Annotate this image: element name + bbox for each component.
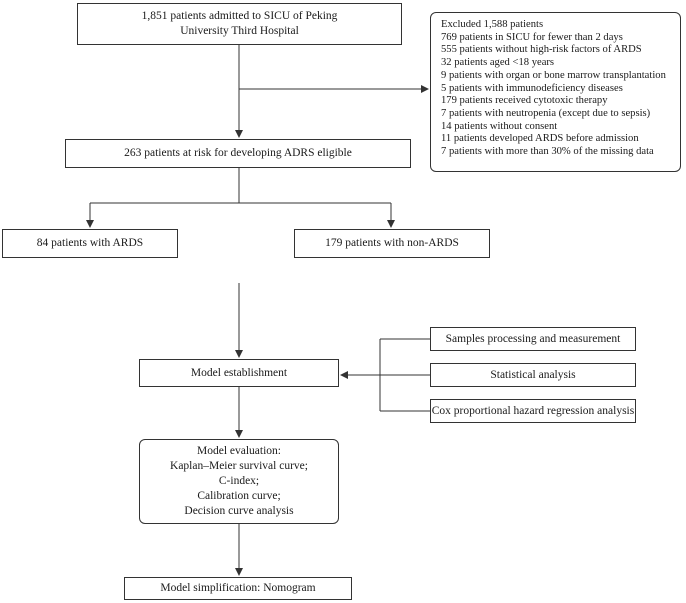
excluded-item: 179 patients received cytotoxic therapy [441,95,608,107]
evaluation-item: Kaplan–Meier survival curve; [170,460,308,472]
at-risk-box: 263 patients at risk for developing ADRS… [65,139,411,168]
model-evaluation-box: Model evaluation: Kaplan–Meier survival … [139,439,339,524]
admitted-line-1: 1,851 patients admitted to SICU of Pekin… [141,10,338,22]
model-simplification-label: Model simplification: Nomogram [160,582,316,594]
excluded-title: Excluded 1,588 patients [441,19,544,30]
method-cox-label: Cox proportional hazard regression analy… [431,404,635,417]
method-samples-box: Samples processing and measurement [430,327,636,351]
admitted-box: 1,851 patients admitted to SICU of Pekin… [77,3,402,45]
excluded-box: Excluded 1,588 patients 769 patients in … [430,12,681,172]
ards-box: 84 patients with ARDS [2,229,178,258]
excluded-item: 32 patients aged <18 years [441,57,555,69]
excluded-item: 5 patients with immunodeficiency disease… [441,82,623,94]
excluded-item: 14 patients without consent [441,120,558,132]
model-simplification-box: Model simplification: Nomogram [124,577,352,600]
non-ards-label: 179 patients with non-ARDS [325,237,459,249]
method-statistics-label: Statistical analysis [490,368,576,381]
excluded-item: 769 patients in SICU for fewer than 2 da… [441,31,623,43]
model-establishment-box: Model establishment [139,359,339,387]
excluded-item: 555 patients without high-risk factors o… [441,44,642,56]
evaluation-item: Decision curve analysis [184,505,294,517]
non-ards-box: 179 patients with non-ARDS [294,229,490,258]
excluded-item: 9 patients with organ or bone marrow tra… [441,69,666,81]
excluded-item: 7 patients with more than 30% of the mis… [441,146,654,158]
evaluation-title: Model evaluation: [197,445,281,457]
ards-label: 84 patients with ARDS [36,237,144,249]
at-risk-label: 263 patients at risk for developing ADRS… [124,147,352,159]
evaluation-item: C-index; [218,475,260,487]
admitted-line-2: University Third Hospital [180,25,299,37]
method-samples-label: Samples processing and measurement [445,332,621,345]
excluded-item: 11 patients developed ARDS before admiss… [441,133,639,145]
method-statistics-box: Statistical analysis [430,363,636,387]
evaluation-item: Calibration curve; [197,490,281,502]
method-cox-box: Cox proportional hazard regression analy… [430,399,636,423]
excluded-item: 7 patients with neutropenia (except due … [441,107,651,119]
model-establishment-label: Model establishment [190,366,288,379]
